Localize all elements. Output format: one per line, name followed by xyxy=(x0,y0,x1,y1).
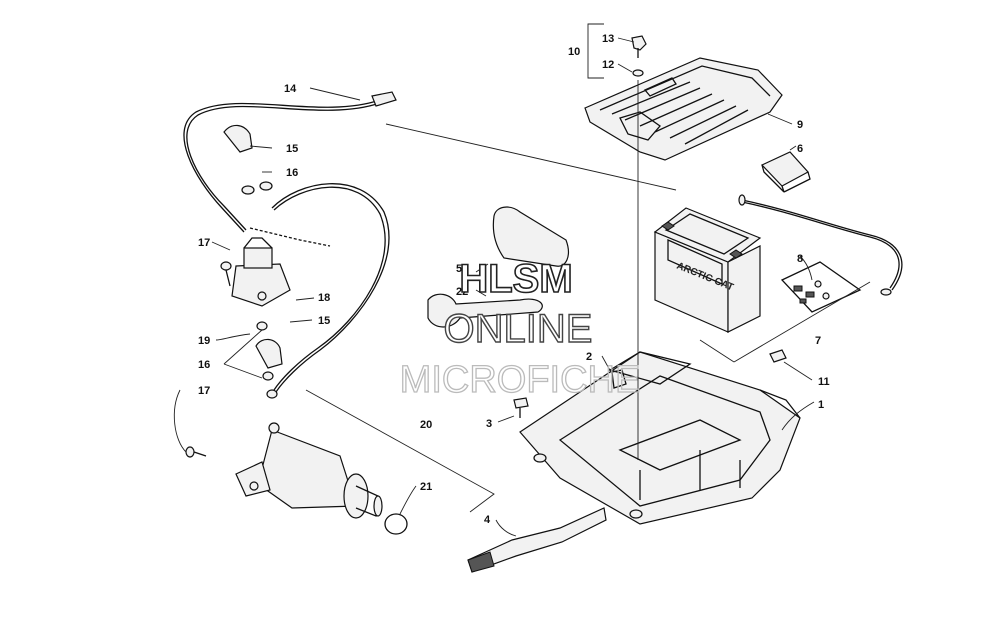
callout-8: 8 xyxy=(797,253,803,265)
callout-21: 21 xyxy=(420,481,432,493)
callout-19: 19 xyxy=(198,335,210,347)
nut-16d xyxy=(262,371,274,381)
callout-7: 7 xyxy=(815,335,821,347)
callout-20: 20 xyxy=(420,419,432,431)
battery-cable-right-inner xyxy=(741,201,900,289)
cover-pin xyxy=(631,35,647,58)
callout-15a: 15 xyxy=(286,143,298,155)
nut-16c xyxy=(256,321,268,331)
battery: ARCTIC CAT xyxy=(653,207,762,333)
callout-1: 1 xyxy=(818,399,824,411)
callout-22: 22 xyxy=(456,286,468,298)
tray-fastener xyxy=(611,369,627,389)
nut-16e xyxy=(266,389,278,399)
cable-14-terminal xyxy=(371,91,397,107)
callout-16b: 16 xyxy=(198,359,210,371)
watermark-line-3: MICROFICHE xyxy=(400,359,641,401)
callout-12: 12 xyxy=(602,59,614,71)
callout-17a: 17 xyxy=(198,237,210,249)
callout-13: 13 xyxy=(602,33,614,45)
bracket-20 xyxy=(305,389,495,513)
cable-18 xyxy=(271,183,390,393)
spanner-wrench xyxy=(427,293,543,328)
callout-10: 10 xyxy=(568,46,580,58)
push-rivet xyxy=(513,397,529,418)
battery-cover xyxy=(584,57,783,161)
callout-11: 11 xyxy=(818,376,830,388)
mount-screw-lower xyxy=(185,446,207,458)
cover-washer xyxy=(632,69,644,77)
callout-15b: 15 xyxy=(318,315,330,327)
callout-16a: 16 xyxy=(286,167,298,179)
callout-2: 2 xyxy=(586,351,592,363)
tray-clip xyxy=(769,349,787,363)
nut-16a xyxy=(241,185,255,195)
bracket-7 xyxy=(699,281,871,363)
cable-terminal-right xyxy=(880,288,892,296)
foam-pad xyxy=(760,151,811,193)
heat-shield xyxy=(492,206,569,267)
callout-labels: 13 10 12 9 6 14 15 16 17 18 15 19 16 17 … xyxy=(198,33,830,526)
watermark-line-2: ONLINE xyxy=(444,307,593,351)
watermark-line-1: HLSM xyxy=(459,257,572,301)
starter-motor xyxy=(235,422,383,519)
callout-4: 4 xyxy=(484,514,491,526)
starter-solenoid xyxy=(221,227,331,307)
callout-14: 14 xyxy=(284,83,297,95)
callout-3: 3 xyxy=(486,418,492,430)
battery-cable-right xyxy=(741,199,903,291)
hardware-kit xyxy=(780,261,862,313)
callout-6: 6 xyxy=(797,143,803,155)
leader-lines xyxy=(173,37,815,537)
terminal-boot-top xyxy=(223,124,253,153)
terminal-boot-bottom xyxy=(255,338,283,369)
callout-5: 5 xyxy=(456,263,462,275)
nut-16b xyxy=(259,181,273,191)
callout-17b: 17 xyxy=(198,385,210,397)
mount-screw-upper xyxy=(220,261,232,271)
bracket-10 xyxy=(587,23,604,79)
callout-18: 18 xyxy=(318,292,330,304)
cable-terminal-top xyxy=(738,194,746,206)
battery-tray xyxy=(519,351,801,525)
watermark: HLSM ONLINE MICROFICHE xyxy=(399,256,641,401)
o-ring xyxy=(384,513,408,535)
cable-14 xyxy=(183,99,381,233)
callout-9: 9 xyxy=(797,119,803,131)
